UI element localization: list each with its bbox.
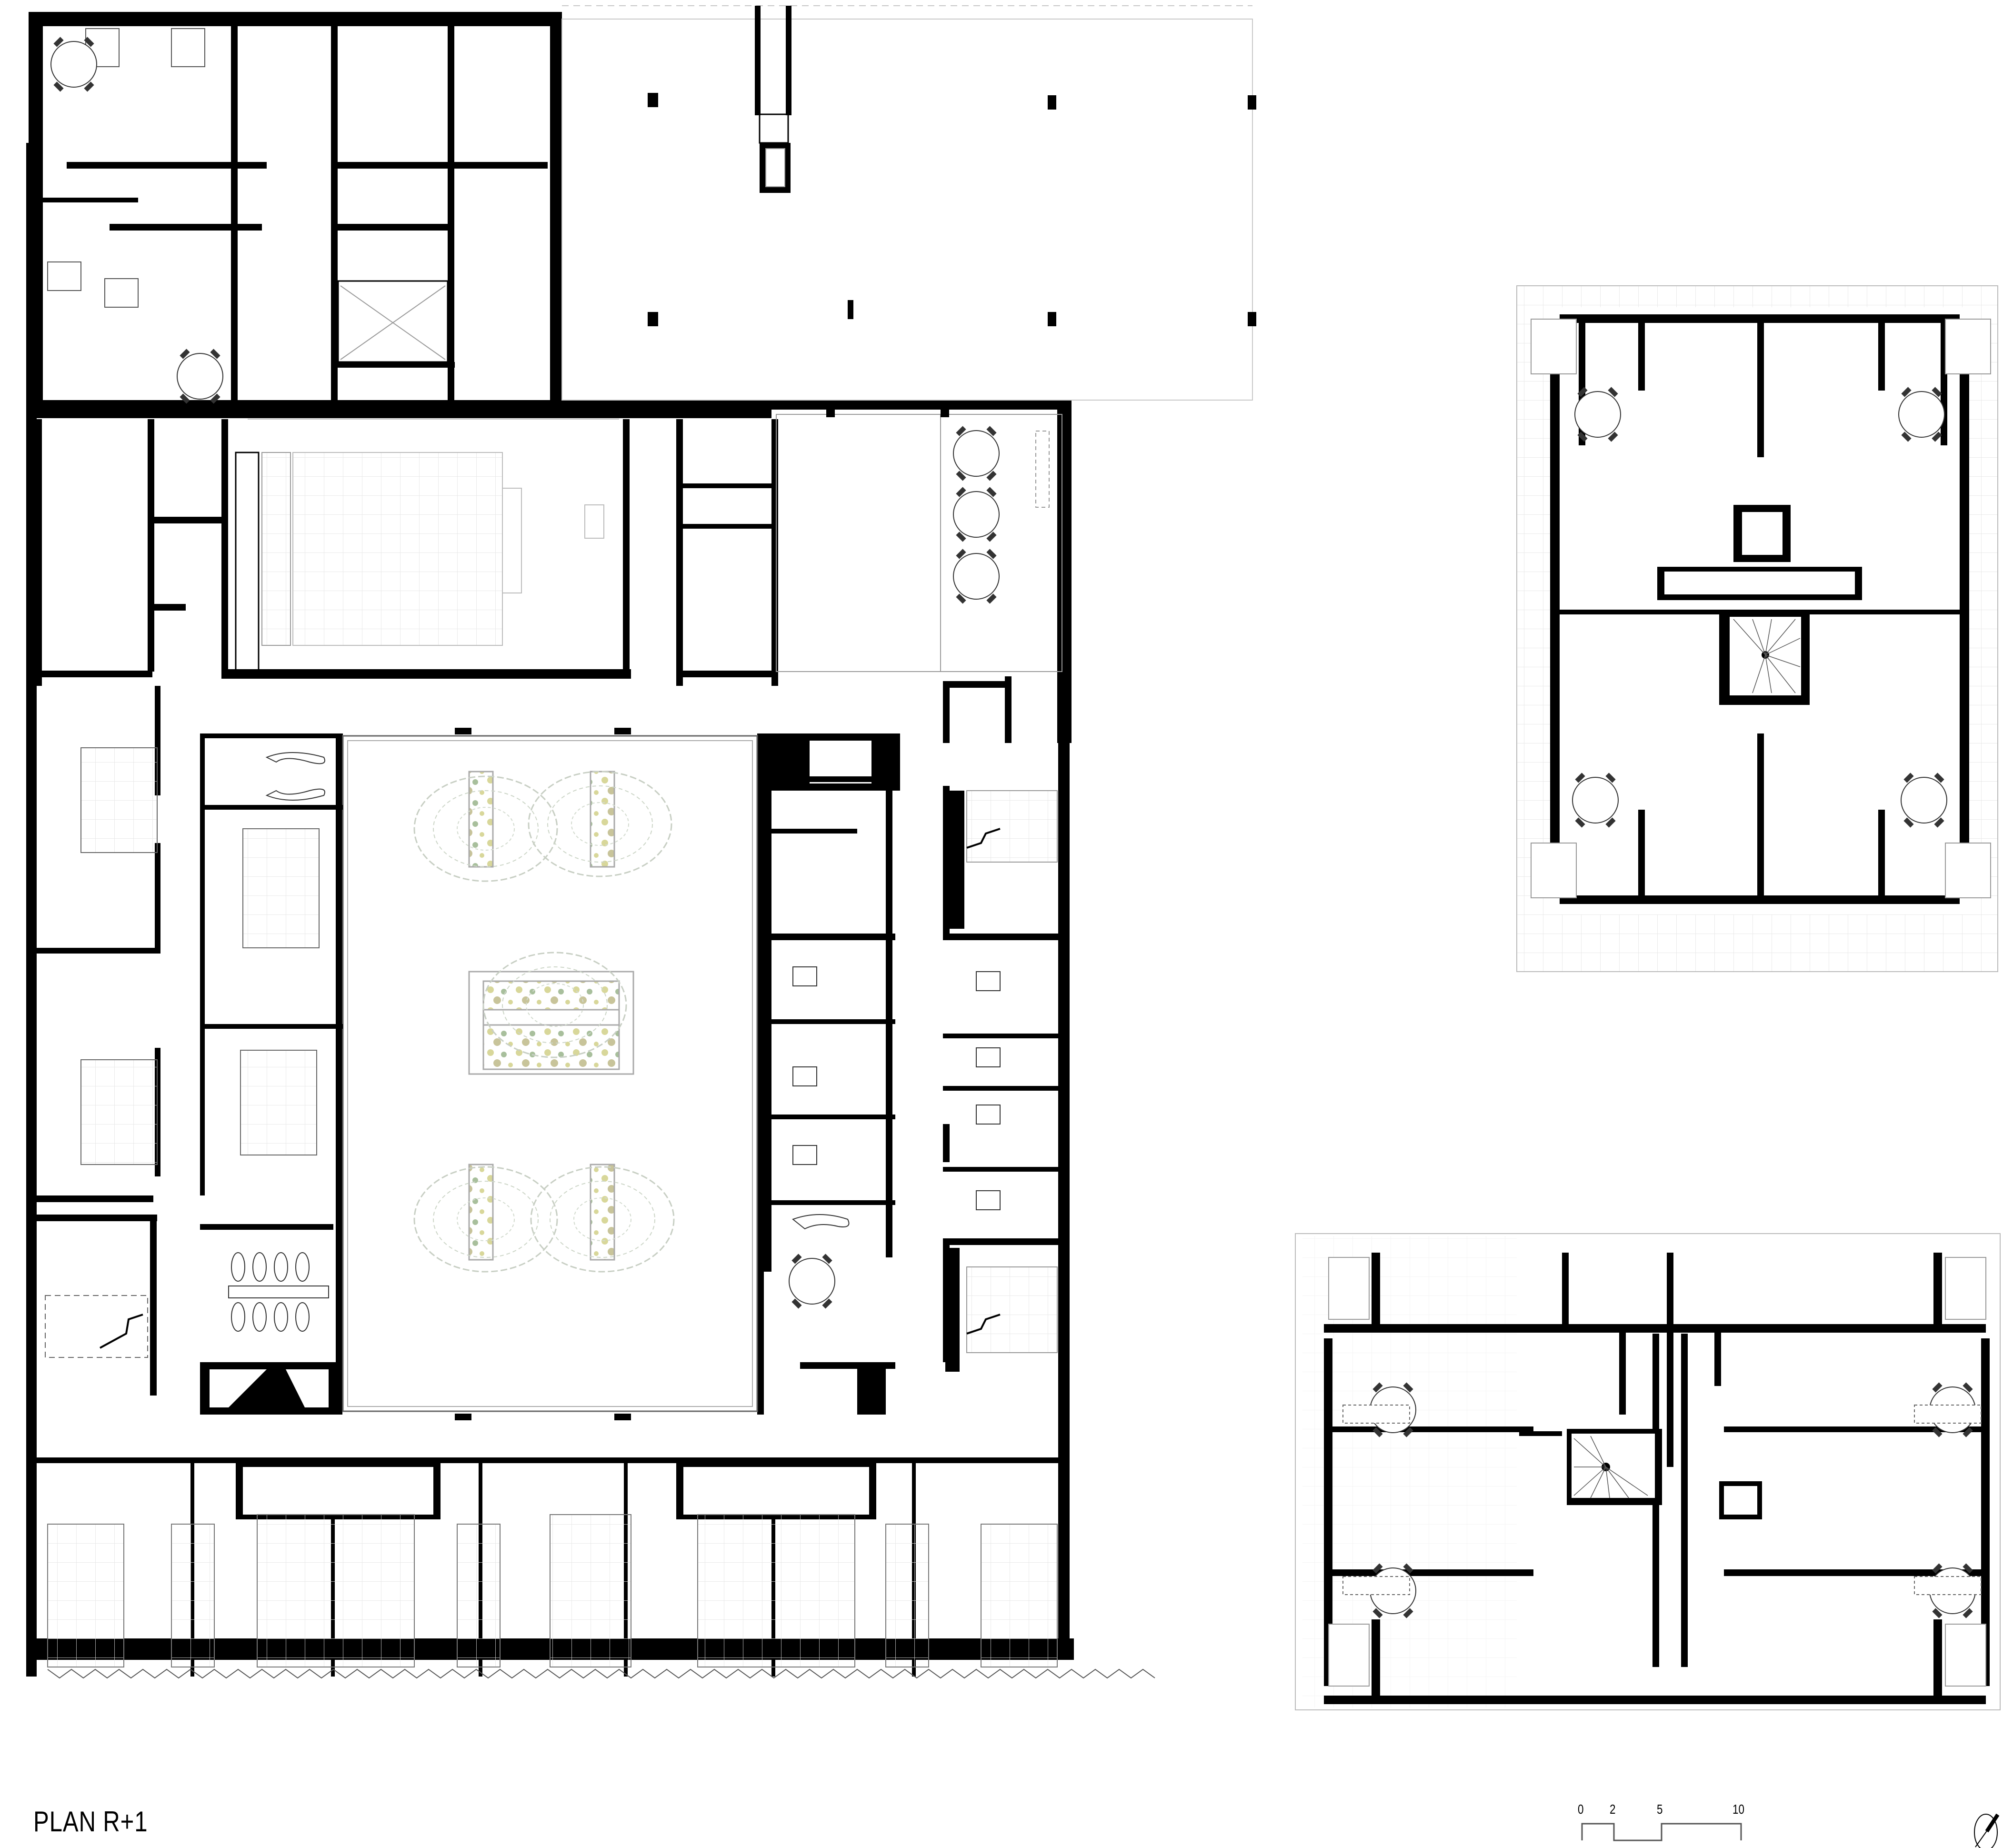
planter-se: [530, 1164, 675, 1273]
south-classrooms: [29, 1457, 1155, 1679]
scale-tick-2: 2: [1610, 1802, 1616, 1817]
north-arrow-icon: [1974, 1813, 2000, 1848]
planter-sw: [413, 1164, 558, 1273]
north-apartments: [29, 14, 548, 404]
plan-title: PLAN R+1: [33, 1806, 148, 1838]
auditorium: [33, 414, 941, 686]
east-offices: [771, 733, 1062, 1415]
courtyard: [336, 728, 764, 1420]
west-stair-wc: [33, 1215, 338, 1415]
scale-tick-10: 10: [1733, 1802, 1744, 1817]
main-school-building: [26, 5, 1256, 1679]
scale-tick-0: 0: [1578, 1802, 1584, 1817]
scale-tick-5: 5: [1657, 1802, 1663, 1817]
north-terrace: [561, 5, 1256, 401]
residential-tower-east: [1516, 285, 1998, 972]
auditorium-seating: [235, 419, 619, 675]
residential-tower-southeast: [1295, 1233, 2001, 1710]
cafeteria: [776, 405, 1062, 743]
desk-grid: [47, 1514, 1058, 1667]
outer-walls: [26, 12, 1074, 1677]
west-classrooms: [30, 686, 343, 1202]
scale-bar: [1581, 1823, 1742, 1841]
planter-ne: [528, 771, 672, 877]
planter-center: [468, 952, 634, 1075]
planter-nw: [413, 771, 558, 882]
